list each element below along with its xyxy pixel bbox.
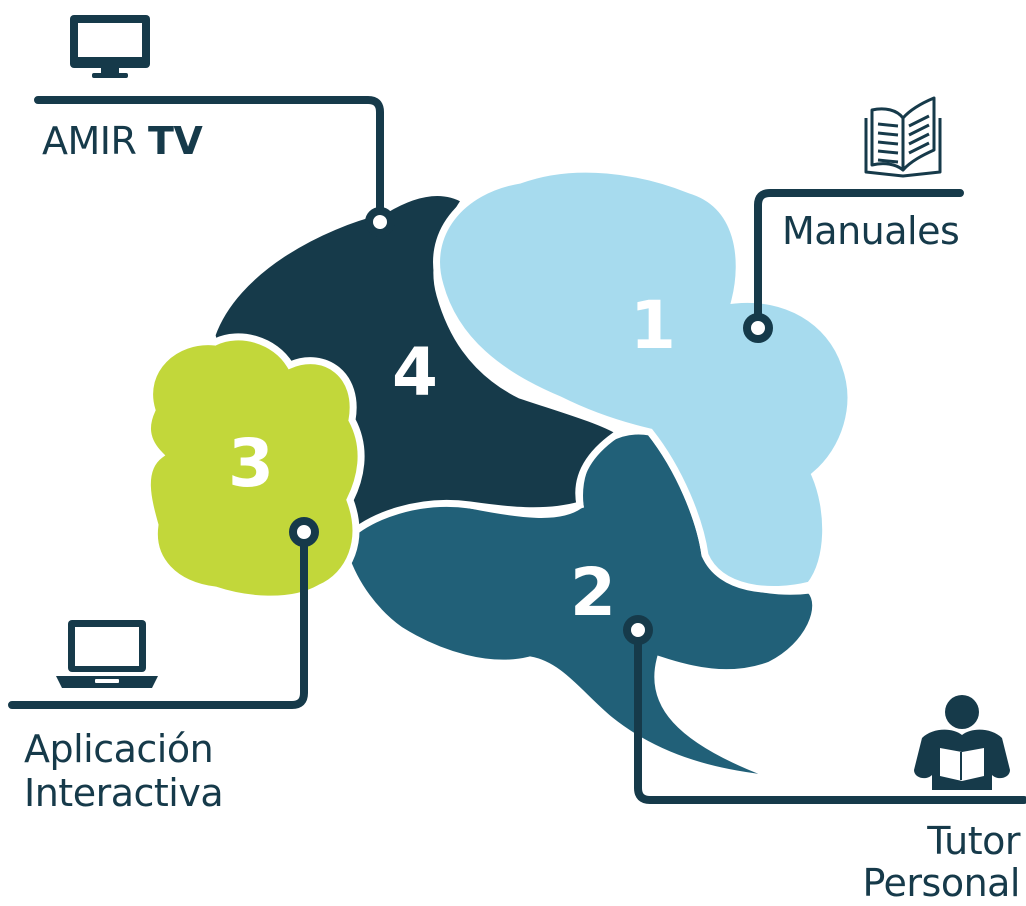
lobe-2-number: 2 [570,554,616,631]
label-tutor-personal: Tutor Personal [862,818,1020,906]
monitor-icon [70,15,150,78]
lobe-3-number: 3 [228,425,274,502]
label-amir-tv-bold: TV [148,119,203,163]
label-amir-tv: AMIR TV [42,118,203,164]
connector-4 [34,96,384,226]
connector-3 [8,528,308,709]
connector-dot-3 [289,517,319,547]
label-aplicacion-interactiva: Aplicación Interactiva [24,726,224,816]
reader-person-icon [914,695,1010,790]
lobe-1-number: 1 [630,287,676,364]
lobe-1 [433,165,855,593]
connector-dot-1 [743,313,773,343]
book-icon [864,96,942,178]
connector-dot-2 [623,615,653,645]
lobe-4-number: 4 [392,334,438,411]
label-line: Aplicación [24,727,214,771]
label-line: Interactiva [24,771,224,815]
laptop-icon [56,620,158,688]
label-manuales: Manuales [782,209,960,253]
label-amir-tv-main: AMIR [42,119,137,163]
connector-2 [634,626,1026,804]
connector-1 [754,189,964,332]
connector-dot-4 [365,207,395,237]
label-line: Tutor [927,819,1020,863]
label-line: Personal [862,861,1020,905]
